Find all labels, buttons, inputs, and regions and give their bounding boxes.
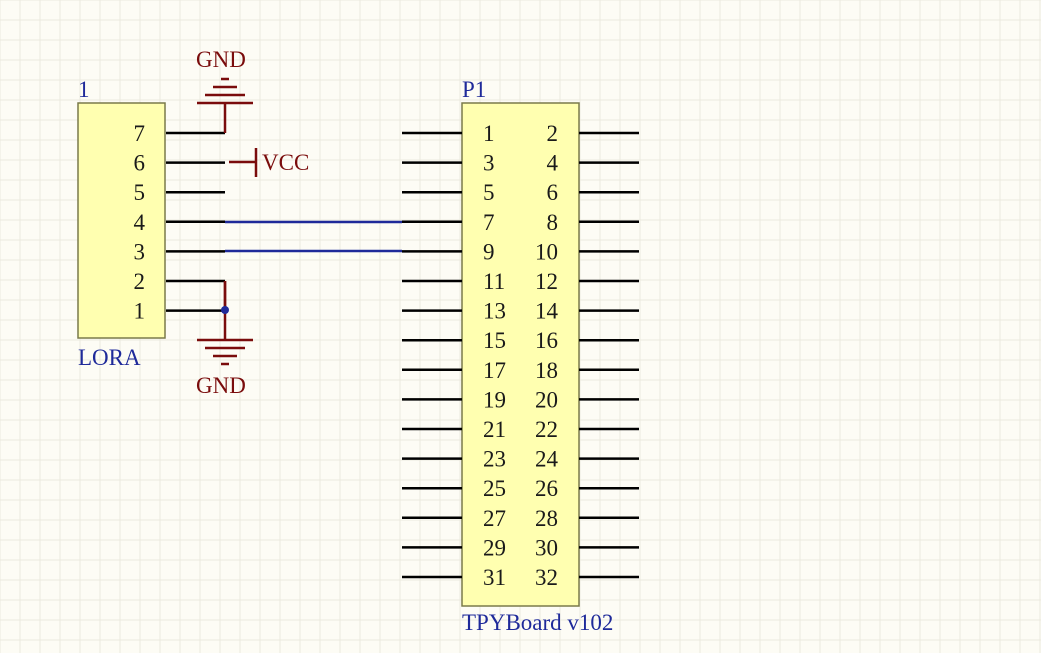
p1-pin-label-26: 26 <box>535 476 558 501</box>
p1-pin-label-22: 22 <box>535 417 558 442</box>
lora-pin-label-6: 6 <box>134 151 146 176</box>
lora-pins: 7 6 5 4 3 2 1 <box>134 121 225 324</box>
gnd-top-label: GND <box>196 47 246 72</box>
p1-pin-label-29: 29 <box>483 535 506 560</box>
p1-pin-label-23: 23 <box>483 447 506 472</box>
vcc-symbol[interactable]: VCC <box>229 148 309 177</box>
lora-comment: LORA <box>78 345 141 370</box>
p1-pin-label-13: 13 <box>483 299 506 324</box>
p1-pin-label-28: 28 <box>535 506 558 531</box>
lora-pin-label-3: 3 <box>134 239 146 264</box>
lora-component[interactable]: 1 LORA 7 6 5 4 3 2 1 <box>77 77 225 370</box>
lora-pin-label-5: 5 <box>134 180 146 205</box>
power-symbols: GND VCC GND <box>196 47 309 398</box>
gnd-bottom-symbol[interactable]: GND <box>196 281 253 398</box>
p1-pin-label-20: 20 <box>535 387 558 412</box>
p1-pin-label-32: 32 <box>535 565 558 590</box>
header-body[interactable] <box>461 102 580 607</box>
lora-body[interactable] <box>77 102 166 339</box>
header-pins: 1357911131517192123252729312468101214161… <box>402 121 639 590</box>
vcc-label: VCC <box>262 150 309 175</box>
gnd-top-symbol[interactable]: GND <box>196 47 253 133</box>
p1-pin-label-19: 19 <box>483 387 506 412</box>
p1-pin-label-7: 7 <box>483 210 495 235</box>
p1-pin-label-27: 27 <box>483 506 506 531</box>
p1-pin-label-2: 2 <box>547 121 559 146</box>
p1-pin-label-31: 31 <box>483 565 506 590</box>
p1-pin-label-3: 3 <box>483 151 495 176</box>
p1-pin-label-25: 25 <box>483 476 506 501</box>
wires <box>225 220 402 253</box>
p1-pin-label-11: 11 <box>483 269 505 294</box>
p1-pin-label-8: 8 <box>547 210 559 235</box>
p1-pin-label-4: 4 <box>547 151 559 176</box>
header-designator: P1 <box>462 77 486 102</box>
p1-pin-label-18: 18 <box>535 358 558 383</box>
p1-pin-label-1: 1 <box>483 121 495 146</box>
p1-pin-label-10: 10 <box>535 239 558 264</box>
lora-pin-label-7: 7 <box>134 121 146 146</box>
gnd-bottom-label: GND <box>196 373 246 398</box>
header-component[interactable]: P1 TPYBoard v102 13579111315171921232527… <box>402 77 639 635</box>
p1-pin-label-15: 15 <box>483 328 506 353</box>
p1-pin-label-12: 12 <box>535 269 558 294</box>
lora-pin-label-2: 2 <box>134 269 146 294</box>
lora-designator: 1 <box>78 77 90 102</box>
junction-dot <box>221 306 229 314</box>
p1-pin-label-6: 6 <box>547 180 559 205</box>
p1-pin-label-9: 9 <box>483 239 495 264</box>
p1-pin-label-16: 16 <box>535 328 558 353</box>
p1-pin-label-30: 30 <box>535 535 558 560</box>
header-comment: TPYBoard v102 <box>462 610 613 635</box>
p1-pin-label-14: 14 <box>535 299 559 324</box>
lora-pin-label-1: 1 <box>134 299 146 324</box>
p1-pin-label-24: 24 <box>535 447 559 472</box>
lora-pin-label-4: 4 <box>134 210 146 235</box>
p1-pin-label-21: 21 <box>483 417 506 442</box>
p1-pin-label-5: 5 <box>483 180 495 205</box>
p1-pin-label-17: 17 <box>483 358 506 383</box>
